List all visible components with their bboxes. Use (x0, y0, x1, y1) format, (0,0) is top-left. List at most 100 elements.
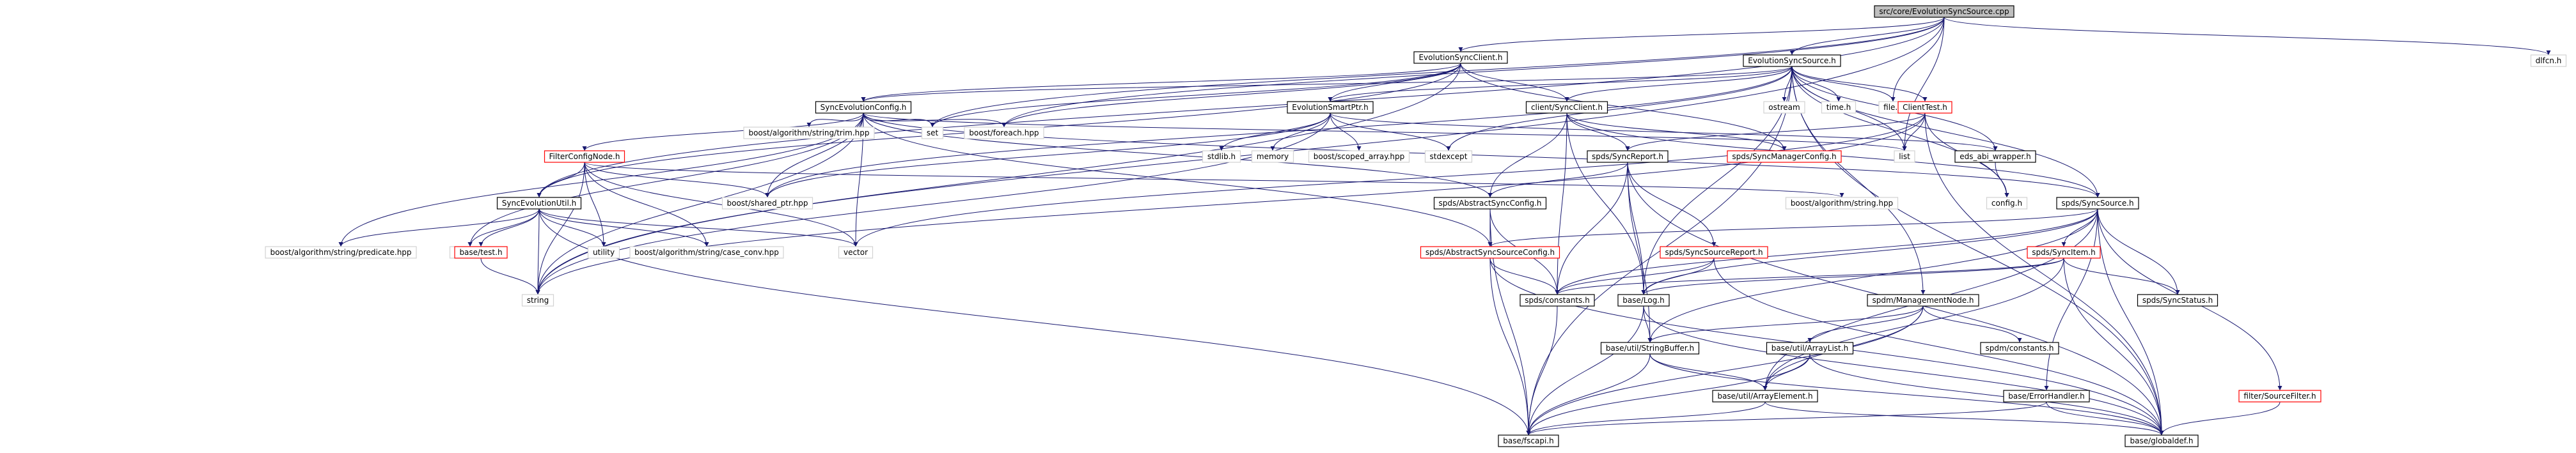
node-box (2056, 197, 2139, 210)
node-syncevutil[interactable]: SyncEvolutionUtil.h (496, 197, 582, 210)
edge-root-to-dlfcn (1944, 17, 2551, 56)
node-box (1587, 150, 1669, 163)
node-strbuf[interactable]: base/util/StringBuffer.h (1600, 342, 1700, 355)
edge-root-to-list (1902, 17, 1945, 151)
node-label: base/util/ArrayList.h (1771, 344, 1848, 353)
node-baselog[interactable]: base/Log.h (1617, 294, 1670, 307)
node-label: eds_abi_wrapper.h (1959, 152, 2031, 161)
node-essource[interactable]: EvolutionSyncSource.h (1743, 54, 1841, 67)
edge-esclient-to-set (930, 63, 1461, 128)
node-label: filter/SourceFilter.h (2243, 392, 2316, 401)
edge-syncitem-to-arrelem (1763, 257, 2064, 391)
node-label: boost/algorithm/string/case_conv.hpp (634, 248, 779, 257)
edge-abstractssc-to-constants (1489, 257, 1560, 295)
node-syncsource[interactable]: spds/SyncSource.h (2056, 197, 2139, 210)
node-label: list (1899, 152, 1910, 161)
node-box (743, 127, 875, 139)
edge-essource-to-sevconfig (861, 66, 1793, 102)
node-fcnode: FilterConfigNode.h (544, 150, 625, 163)
edge-syncsource-to-abstractssc (1488, 208, 2098, 247)
edge-syncreport-to-constants (1555, 162, 1628, 295)
node-globaldef[interactable]: base/globaldef.h (2124, 434, 2199, 447)
node-esclient[interactable]: EvolutionSyncClient.h (1413, 51, 1508, 64)
node-box (2027, 246, 2101, 259)
node-label: stdlib.h (1207, 152, 1236, 161)
node-box (1874, 5, 2014, 18)
node-arrlist[interactable]: base/util/ArrayList.h (1766, 342, 1854, 355)
node-box (1712, 390, 1818, 403)
node-box (1433, 197, 1547, 210)
edge-mgmtnode-to-arrlist (1807, 305, 1924, 343)
node-box (1420, 246, 1560, 259)
edge-csyncclient-to-syncreport (1566, 112, 1630, 151)
edge-clienttest-to-vector (853, 112, 1926, 247)
node-label: memory (1257, 152, 1289, 161)
edge-esclient-to-csyncclient (1460, 63, 1569, 102)
node-mgmtnode[interactable]: spdm/ManagementNode.h (1867, 294, 1979, 307)
node-label: set (927, 128, 939, 137)
edge-essource-to-esmartptr (1328, 66, 1793, 102)
node-label: stdexcept (1430, 152, 1468, 161)
node-vector: vector (838, 246, 874, 259)
node-label: base/ErrorHandler.h (2008, 392, 2084, 401)
node-label: spds/SyncSourceReport.h (1665, 248, 1763, 257)
node-box (1600, 342, 1700, 355)
edge-abstractssc-to-fscapi (1489, 257, 1531, 436)
node-box (1763, 101, 1805, 114)
node-string: string (521, 294, 554, 307)
node-edsabi[interactable]: eds_abi_wrapper.h (1954, 150, 2036, 163)
node-label: boost/algorithm/string/predicate.hpp (270, 248, 411, 257)
node-label: boost/foreach.hpp (969, 128, 1039, 137)
node-box (1498, 434, 1559, 447)
edge-errhandler-to-globaldef (2046, 401, 2164, 436)
edge-syncreport-to-abstractsc (1488, 162, 1628, 198)
edge-arrlist-to-fscapi (1526, 353, 1810, 436)
node-box (1766, 342, 1854, 355)
node-box (1727, 150, 1842, 163)
edge-syncitem-to-constants (1555, 257, 2064, 295)
edge-essource-to-stdexcept (1446, 66, 1793, 151)
node-algstring: boost/algorithm/string.hpp (1785, 197, 1899, 210)
node-label: spds/SyncStatus.h (2142, 296, 2213, 305)
node-label: config.h (1991, 199, 2022, 208)
edge-syncevutil-to-predicate (338, 208, 540, 247)
edge-mgmtnode-to-spdmconst (1922, 305, 2022, 343)
node-label: boost/shared_ptr.hpp (727, 199, 808, 208)
edge-esclient-to-sevconfig (861, 63, 1461, 102)
node-box (815, 101, 912, 114)
node-clienttest: ClientTest.h (1897, 101, 1952, 114)
node-label: boost/algorithm/string/trim.hpp (748, 128, 869, 137)
node-abstractsc[interactable]: spds/AbstractSyncConfig.h (1433, 197, 1547, 210)
edge-syncsource-to-errhandler (2044, 208, 2098, 391)
node-csyncclient[interactable]: client/SyncClient.h (1525, 101, 1608, 114)
edge-root-to-syncevutil (537, 17, 1945, 198)
edge-root-to-esclient (1458, 17, 1945, 52)
edge-esclient-to-esmartptr (1328, 63, 1461, 102)
node-label: base/util/StringBuffer.h (1606, 344, 1694, 353)
edge-sourcefilter-to-globaldef (2159, 401, 2281, 436)
node-label: base/util/ArrayElement.h (1717, 392, 1812, 401)
node-arrelem[interactable]: base/util/ArrayElement.h (1712, 390, 1818, 403)
node-spdmconst[interactable]: spdm/constants.h (1980, 342, 2059, 355)
node-syncreport[interactable]: spds/SyncReport.h (1587, 150, 1669, 163)
node-label: utility (593, 248, 615, 257)
node-constants[interactable]: spds/constants.h (1520, 294, 1595, 307)
node-syncmgrcfg: spds/SyncManagerConfig.h (1727, 150, 1842, 163)
edge-errhandler-to-fscapi (1526, 401, 2047, 436)
edge-sevconfig-to-abstractsc (863, 112, 1493, 198)
node-sevconfig[interactable]: SyncEvolutionConfig.h (815, 101, 912, 114)
node-box (1660, 246, 1768, 259)
node-root[interactable]: src/core/EvolutionSyncSource.cpp (1874, 5, 2014, 18)
node-configh: config.h (1986, 197, 2028, 210)
node-box (1251, 150, 1294, 163)
node-esmartptr[interactable]: EvolutionSmartPtr.h (1287, 101, 1374, 114)
node-syncstatus[interactable]: spds/SyncStatus.h (2137, 294, 2219, 307)
node-errhandler[interactable]: base/ErrorHandler.h (2003, 390, 2090, 403)
edge-basetest-to-string (480, 257, 540, 295)
node-fscapi[interactable]: base/fscapi.h (1498, 434, 1559, 447)
node-label: EvolutionSyncClient.h (1418, 53, 1502, 62)
edge-syncevutil-to-caseconv (538, 208, 709, 247)
edge-arrlist-to-globaldef (1809, 353, 2164, 436)
node-label: base/globaldef.h (2130, 436, 2193, 445)
edge-csyncclient-to-baselog (1566, 112, 1646, 295)
